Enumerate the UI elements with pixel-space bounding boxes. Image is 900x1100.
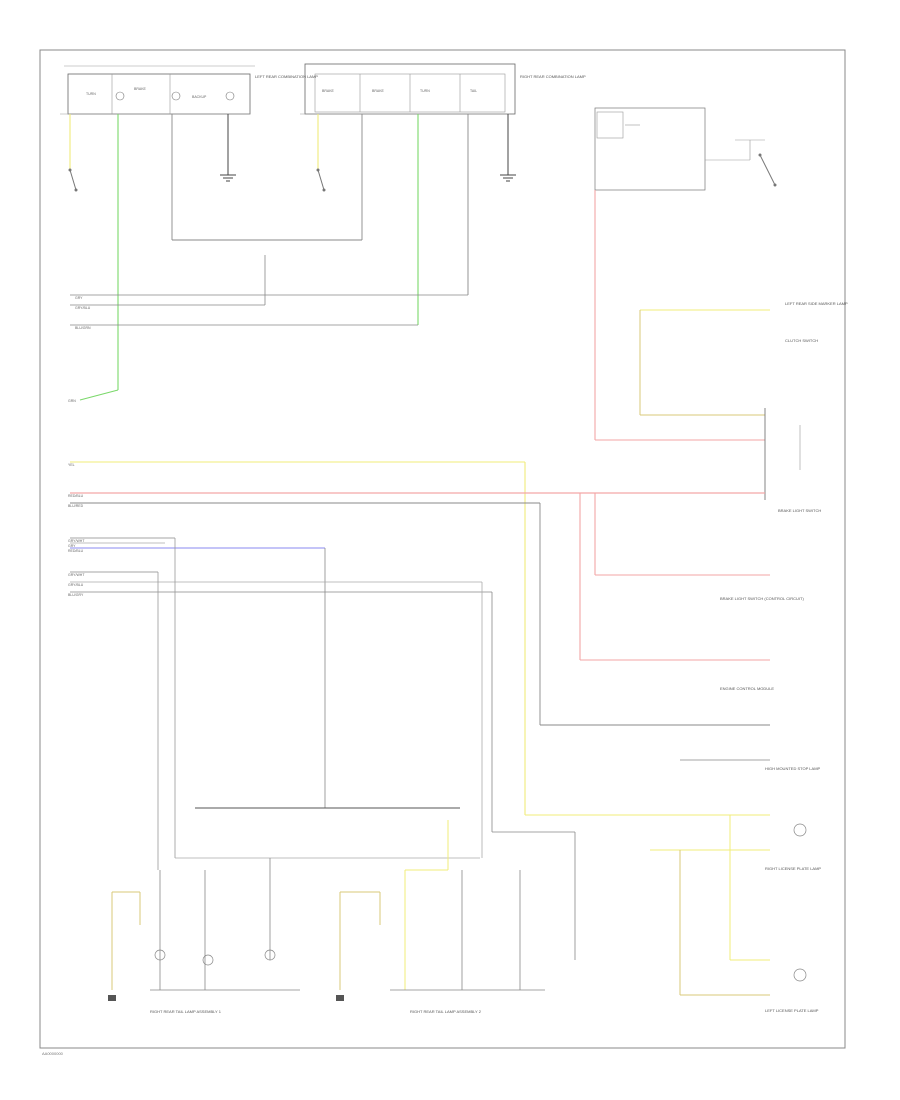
- svg-text:BACKUP: BACKUP: [192, 95, 207, 99]
- rr-tail-assembly-1-label: RIGHT REAR TAIL LAMP ASSEMBLY 1: [150, 1009, 222, 1014]
- wire-label-13: BLU/GRY: [68, 593, 84, 597]
- label-ecm: ENGINE CONTROL MODULE: [720, 686, 774, 691]
- svg-text:TAIL: TAIL: [470, 89, 477, 93]
- wire-label-4: GRN: [68, 399, 76, 403]
- label-hmsl: HIGH MOUNTED STOP LAMP: [765, 766, 821, 771]
- label-brake-switch-control: BRAKE LIGHT SWITCH (CONTROL CIRCUIT): [720, 596, 804, 601]
- wire-label-9: GRY: [68, 544, 76, 548]
- label-clutch-switch: CLUTCH SWITCH: [785, 338, 818, 343]
- label-brake-light-switch: BRAKE LIGHT SWITCH: [778, 508, 821, 513]
- license-plate-wiring: [650, 759, 807, 996]
- wire-label-3: BLU/GRN: [75, 326, 91, 330]
- brake-switch-module: [594, 107, 777, 191]
- right-rear-combination-lamp: BRAKE BRAKE TURN TAIL RIGHT REAR COMBINA…: [300, 63, 586, 115]
- right-rear-tail-assembly-2: RIGHT REAR TAIL LAMP ASSEMBLY 2: [339, 820, 545, 1014]
- svg-text:BRAKE: BRAKE: [322, 89, 335, 93]
- main-harness: [70, 461, 770, 960]
- svg-text:BRAKE: BRAKE: [372, 89, 385, 93]
- svg-text:BRAKE: BRAKE: [134, 87, 147, 91]
- wire-label-11: GRY/WHT: [68, 573, 85, 577]
- svg-text:TURN: TURN: [86, 92, 96, 96]
- wire-label-10: RED/BLU: [68, 549, 84, 553]
- wire-label-6: RED/BLU: [68, 494, 84, 498]
- svg-text:TURN: TURN: [420, 89, 430, 93]
- wire-labels: GRY GRY/BLU BLU/GRN GRN YEL RED/BLU BLU/…: [68, 296, 91, 597]
- label-right-license: RIGHT LICENSE PLATE LAMP: [765, 866, 821, 871]
- right-rear-combo-label: RIGHT REAR COMBINATION LAMP: [520, 74, 586, 79]
- wire-label-8: GRY/WHT: [68, 539, 85, 543]
- top-left-wires: [68, 114, 362, 401]
- footer-code: AA0000000: [42, 1051, 64, 1056]
- wire-label-2: GRY/BLU: [75, 306, 91, 310]
- left-rear-combo-label: LEFT REAR COMBINATION LAMP: [255, 74, 318, 79]
- right-rear-tail-assembly-1: RIGHT REAR TAIL LAMP ASSEMBLY 1: [111, 858, 300, 1014]
- label-side-marker: LEFT REAR SIDE MARKER LAMP: [785, 301, 848, 306]
- wire-label-1: GRY: [75, 296, 83, 300]
- right-side-labels: LEFT REAR SIDE MARKER LAMP CLUTCH SWITCH…: [720, 301, 848, 1013]
- left-rear-combination-lamp: TURN BRAKE BACKUP LEFT REAR COMBINATION …: [60, 65, 318, 115]
- wire-label-12: GRY/BLU: [68, 583, 84, 587]
- right-column-wires: [579, 190, 801, 661]
- wire-label-5: YEL: [68, 463, 75, 467]
- wire-label-7: BLU/RED: [68, 504, 84, 508]
- diagram-frame: [39, 49, 846, 1049]
- rr-tail-assembly-2-label: RIGHT REAR TAIL LAMP ASSEMBLY 2: [410, 1009, 482, 1014]
- label-left-license: LEFT LICENSE PLATE LAMP: [765, 1008, 819, 1013]
- top-middle-wires: [70, 114, 516, 326]
- ground-symbols: [108, 995, 344, 1001]
